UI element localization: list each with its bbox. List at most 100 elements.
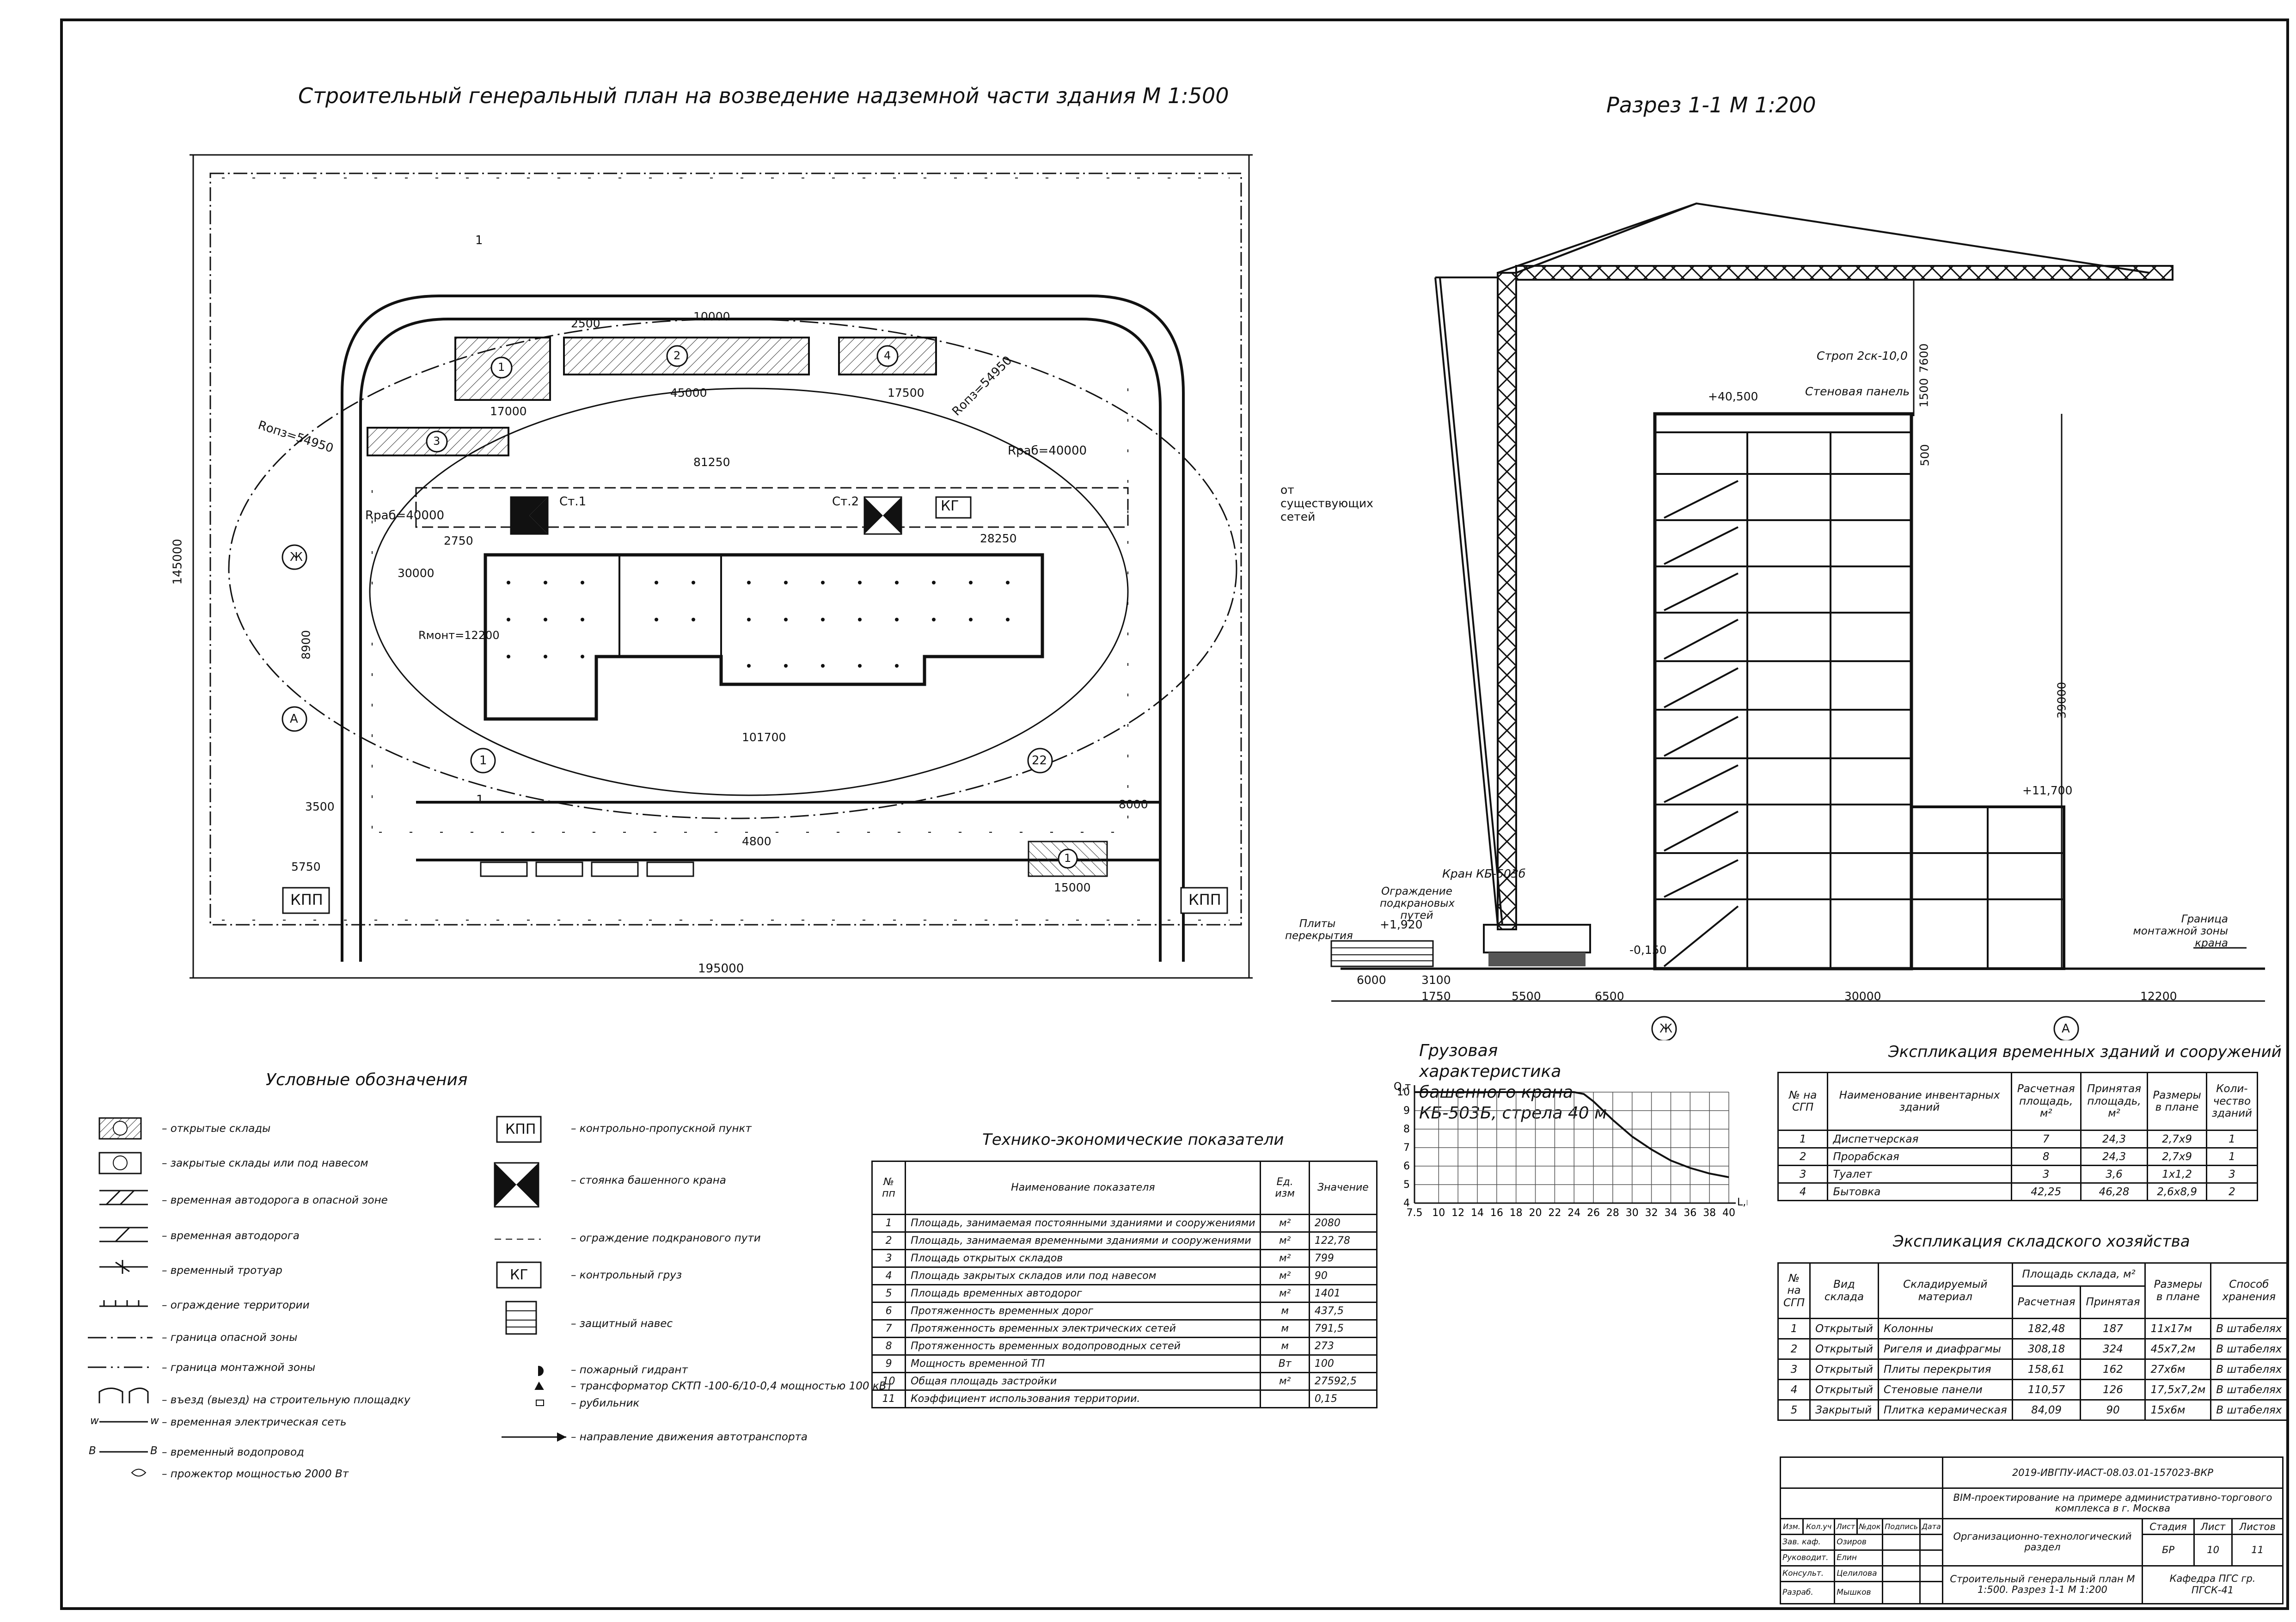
section-mark-top: 1 bbox=[475, 233, 483, 247]
stamp-sheet-name: Строительный генеральный план М 1:500. Р… bbox=[1941, 1565, 2143, 1605]
elev-top-label: +40,500 bbox=[1708, 390, 1758, 403]
tep-table: № пп Наименование показателя Ед. изм Зна… bbox=[871, 1161, 1378, 1408]
temp-cell: 46,28 bbox=[2080, 1182, 2149, 1201]
chart-x-tick: 28 bbox=[1606, 1207, 1619, 1219]
kpp-right-label: КПП bbox=[1188, 891, 1221, 909]
chart-x-tick: 24 bbox=[1567, 1207, 1580, 1219]
tep-cell: 10 bbox=[871, 1372, 906, 1391]
dim-10000: 10000 bbox=[693, 310, 730, 323]
tep-cell: 1401 bbox=[1308, 1284, 1378, 1303]
dim-8900: 2750 bbox=[444, 534, 473, 547]
tep-cell: Мощность временной ТП bbox=[905, 1354, 1261, 1373]
wh-cell: 84,09 bbox=[2011, 1399, 2082, 1421]
chart-x-tick: 12 bbox=[1451, 1207, 1464, 1219]
axis-a-label: А bbox=[290, 712, 298, 726]
tep-cell: Коэффициент использования территории. bbox=[905, 1389, 1261, 1408]
stamp-stage-h: Стадия bbox=[2142, 1518, 2195, 1535]
legend-item-fence: – ограждение территории bbox=[162, 1299, 310, 1311]
stamp-name-2: Целилова bbox=[1834, 1565, 1884, 1582]
chart-y-tick: 10 bbox=[1397, 1087, 1410, 1098]
temp-h-0: № на СГП bbox=[1777, 1072, 1829, 1131]
stamp-role-0: Зав. каф. bbox=[1779, 1533, 1836, 1551]
wh-cell: Закрытый bbox=[1809, 1399, 1879, 1421]
sec-dim-30000: 30000 bbox=[1844, 989, 1881, 1003]
wh-cell: 324 bbox=[2080, 1338, 2146, 1360]
warehouse-3-num: 3 bbox=[433, 435, 441, 448]
stamp-col-3: №док bbox=[1856, 1518, 1884, 1535]
temp-cell: 2 bbox=[2205, 1182, 2259, 1201]
temp-cell: 3 bbox=[2010, 1165, 2082, 1184]
tep-h-unit: Ед. изм bbox=[1260, 1161, 1310, 1215]
dim-28250: 28250 bbox=[980, 532, 1017, 545]
slabs-label: Плиты перекрытия bbox=[1285, 918, 1353, 942]
wh-cell: 308,18 bbox=[2011, 1338, 2082, 1360]
sec-dim-12200: 12200 bbox=[2140, 989, 2177, 1003]
tep-h-value: Значение bbox=[1308, 1161, 1378, 1215]
panel-label: Стеновая панель bbox=[1805, 385, 1910, 398]
wh-cell: Плиты перекрытия bbox=[1877, 1358, 2013, 1380]
wh-cell: Плитка керамическая bbox=[1877, 1399, 2013, 1421]
wh-cell: 1 bbox=[1777, 1318, 1811, 1339]
legend-item-light: – прожектор мощностью 2000 Вт bbox=[162, 1468, 349, 1480]
temp-cell: 3 bbox=[1777, 1165, 1829, 1184]
sec-dim-7600: 7600 bbox=[1917, 343, 1931, 373]
temp-cell: 2 bbox=[1777, 1147, 1829, 1166]
tep-cell: 100 bbox=[1308, 1354, 1378, 1373]
tep-cell: 0,15 bbox=[1308, 1389, 1378, 1408]
wh-cell: В штабелях bbox=[2210, 1399, 2288, 1421]
tep-cell: 2 bbox=[871, 1231, 906, 1250]
wh-cell: Колонны bbox=[1877, 1318, 2013, 1339]
tep-cell: Площадь временных автодорог bbox=[905, 1284, 1261, 1303]
chart-series-line bbox=[1414, 1091, 1729, 1178]
tep-cell: 90 bbox=[1308, 1266, 1378, 1285]
temp-cell: 24,3 bbox=[2080, 1147, 2149, 1166]
legend-line-w-right: w bbox=[150, 1415, 159, 1427]
legend-symbols bbox=[88, 1116, 566, 1477]
temp-cell: 2,7х9 bbox=[2147, 1147, 2207, 1166]
stamp-col-5: Дата bbox=[1919, 1518, 1943, 1535]
dim-195000: 195000 bbox=[698, 962, 744, 976]
tep-cell: м bbox=[1260, 1302, 1310, 1321]
stamp-role-3: Разраб. bbox=[1779, 1580, 1836, 1605]
stamp-project: BIM-проектирование на примере администра… bbox=[1941, 1487, 2284, 1520]
wh-cell: Открытый bbox=[1809, 1379, 1879, 1401]
sec-dim-1500: 1500 bbox=[1917, 378, 1931, 408]
tep-cell: 7 bbox=[871, 1319, 906, 1338]
stamp-section: Организационно-технологический раздел bbox=[1941, 1518, 2143, 1567]
wh-cell: 2 bbox=[1777, 1338, 1811, 1360]
warehouses-table: № на СГП Вид склада Складируемый материа… bbox=[1777, 1262, 2288, 1421]
elev-mid-label: +11,700 bbox=[2022, 784, 2073, 797]
temp-buildings-title: Экспликация временных зданий и сооружени… bbox=[1888, 1043, 2282, 1061]
crane-label: Кран КБ-503б bbox=[1442, 867, 1526, 880]
temp-cell: 1 bbox=[1777, 1130, 1829, 1149]
section-axis-a: А bbox=[2062, 1022, 2070, 1036]
chart-x-tick: 22 bbox=[1548, 1207, 1561, 1219]
kpp-left-label: КПП bbox=[290, 891, 323, 909]
wh-h-2: Складируемый материал bbox=[1877, 1262, 2013, 1319]
kg-label: КГ bbox=[941, 498, 959, 514]
tep-cell: 799 bbox=[1308, 1249, 1378, 1268]
tep-cell: 3 bbox=[871, 1249, 906, 1268]
chart-y-tick: 7 bbox=[1403, 1142, 1410, 1154]
wh-cell: 27х6м bbox=[2144, 1358, 2212, 1380]
tep-cell: 8 bbox=[871, 1337, 906, 1356]
temp-h-2: Расчетная площадь, м² bbox=[2010, 1072, 2082, 1131]
dim-3500: 3500 bbox=[305, 800, 335, 813]
tep-cell: м² bbox=[1260, 1284, 1310, 1303]
tep-cell: 2080 bbox=[1308, 1214, 1378, 1233]
tep-cell: 437,5 bbox=[1308, 1302, 1378, 1321]
stamp-sheets-h: Листов bbox=[2231, 1518, 2284, 1535]
legend-kg-box: КГ bbox=[510, 1267, 528, 1283]
stamp-name-3: Мышков bbox=[1834, 1580, 1884, 1605]
chart-y-label: Q,т bbox=[1394, 1082, 1411, 1093]
stamp-col-2: Лист bbox=[1834, 1518, 1858, 1535]
dim-5750: 30000 bbox=[398, 566, 435, 580]
chart-x-tick: 26 bbox=[1587, 1207, 1600, 1219]
